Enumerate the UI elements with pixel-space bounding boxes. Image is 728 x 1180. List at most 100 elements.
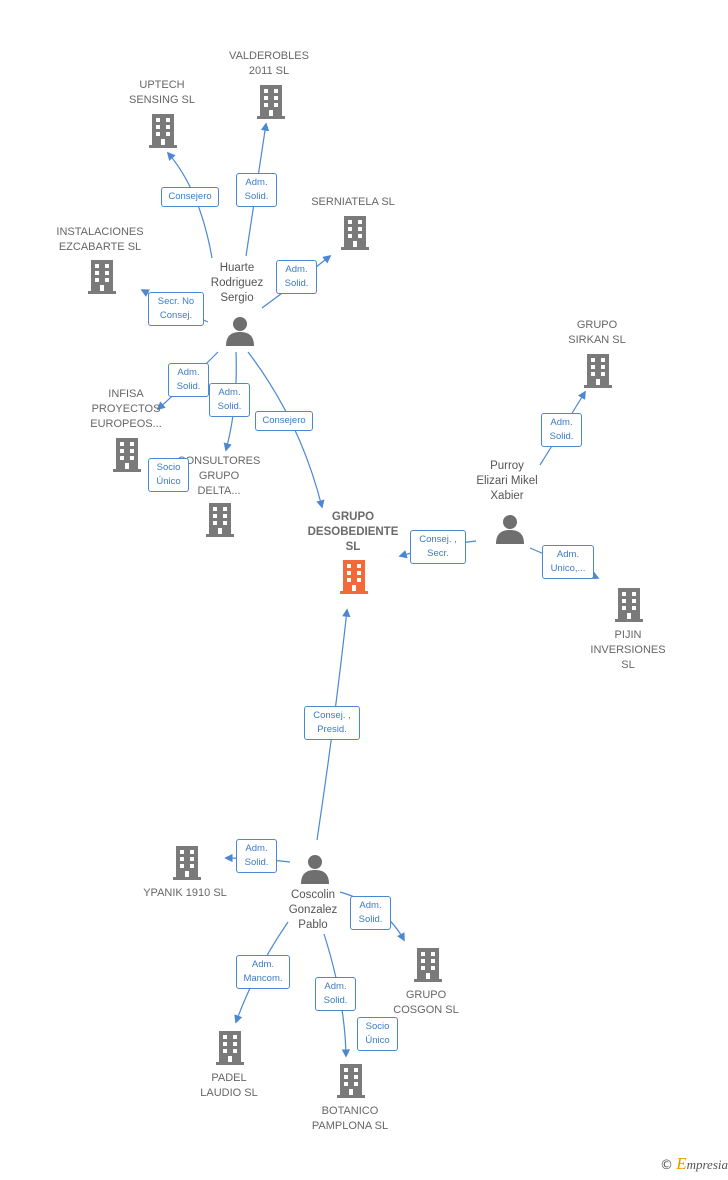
relation-badge-adm-cosgon[interactable]: Adm. Solid. bbox=[350, 896, 391, 930]
building-icon bbox=[88, 260, 116, 294]
relation-line: Socio bbox=[156, 462, 181, 473]
relation-line: Solid. bbox=[217, 401, 242, 412]
relation-line: Consej. , bbox=[419, 534, 457, 545]
relation-line: Solid. bbox=[244, 857, 269, 868]
relation-line: Solid. bbox=[284, 278, 309, 289]
relation-line: Adm. bbox=[550, 417, 573, 428]
label-line: GRUPO bbox=[405, 989, 447, 1001]
label-line: Elizari Mikel bbox=[476, 475, 538, 487]
relation-line: Solid. bbox=[244, 191, 269, 202]
relation-badge-consejero-uptech[interactable]: Consejero bbox=[161, 187, 219, 207]
building-icon bbox=[337, 1064, 365, 1098]
building-icon-center bbox=[340, 560, 368, 594]
relation-badge-consej-presid[interactable]: Consej. , Presid. bbox=[304, 706, 360, 740]
building-icon bbox=[615, 588, 643, 622]
label-line: Gonzalez bbox=[288, 904, 338, 916]
relation-line: Adm. bbox=[218, 387, 241, 398]
company-label-uptech[interactable]: UPTECH SENSING SL bbox=[129, 78, 195, 108]
relation-line: Adm. bbox=[285, 264, 308, 275]
relation-line: Adm. bbox=[245, 843, 268, 854]
company-label-grupo-cosgon[interactable]: GRUPO COSGON SL bbox=[393, 988, 458, 1018]
relation-badge-adm-pijin[interactable]: Adm. Unico,... bbox=[542, 545, 594, 579]
relation-line: Adm. bbox=[251, 959, 275, 970]
relation-badge-adm-consultores[interactable]: Adm. Solid. bbox=[209, 383, 250, 417]
buildings bbox=[88, 85, 643, 1098]
relation-line: Unico,... bbox=[550, 563, 586, 574]
building-icon bbox=[173, 846, 201, 880]
building-icon bbox=[216, 1031, 244, 1065]
company-label-botanico[interactable]: BOTANICO PAMPLONA SL bbox=[312, 1104, 388, 1134]
person-icon bbox=[301, 855, 329, 884]
relation-line: Adm. bbox=[359, 900, 382, 911]
company-label-instalaciones[interactable]: INSTALACIONES EZCABARTE SL bbox=[56, 225, 143, 255]
label-line: SERNIATELA SL bbox=[311, 196, 395, 208]
label-line: Coscolin bbox=[290, 889, 336, 901]
label-line: DESOBEDIENTE bbox=[307, 526, 399, 538]
building-icon bbox=[341, 216, 369, 250]
label-line: SIRKAN SL bbox=[568, 334, 626, 346]
building-icon bbox=[414, 948, 442, 982]
relation-badge-adm-sirkan[interactable]: Adm. Solid. bbox=[541, 413, 582, 447]
relation-badge-adm-mancom[interactable]: Adm. Mancom. bbox=[236, 955, 290, 989]
person-label-purroy[interactable]: Purroy Elizari Mikel Xabier bbox=[476, 459, 537, 504]
label-line: COSGON SL bbox=[393, 1004, 459, 1016]
company-label-grupo-sirkan[interactable]: GRUPO SIRKAN SL bbox=[568, 318, 625, 348]
relation-badge-adm-ypanik[interactable]: Adm. Solid. bbox=[236, 839, 277, 873]
company-label-padel[interactable]: PADEL LAUDIO SL bbox=[200, 1071, 257, 1101]
person-label-coscolin[interactable]: Coscolin Gonzalez Pablo bbox=[289, 888, 338, 933]
label-line: UPTECH bbox=[139, 79, 185, 91]
label-line: VALDEROBLES bbox=[229, 50, 309, 62]
relation-line: Adm. bbox=[324, 981, 347, 992]
label-line: PADEL bbox=[211, 1072, 247, 1084]
person-label-huarte[interactable]: Huarte Rodriguez Sergio bbox=[211, 261, 263, 306]
brand-logo-initial: E bbox=[676, 1154, 687, 1173]
relation-badge-adm-botanico[interactable]: Adm. Solid. bbox=[315, 977, 356, 1011]
relation-badge-consej-secr[interactable]: Consej. , Secr. bbox=[410, 530, 466, 564]
label-line: PIJIN bbox=[614, 629, 642, 641]
brand-logo-text: mpresia bbox=[686, 1157, 728, 1172]
label-line: SENSING SL bbox=[128, 94, 196, 106]
label-line: EUROPEOS... bbox=[90, 418, 162, 430]
company-label-ypanik[interactable]: YPANIK 1910 SL bbox=[143, 886, 227, 901]
company-label-serniatela[interactable]: SERNIATELA SL bbox=[311, 195, 395, 210]
relation-line: Presid. bbox=[317, 724, 347, 735]
relation-badge-socio-consultores[interactable]: Socio Único bbox=[148, 458, 189, 492]
relation-line: Consejero bbox=[168, 191, 212, 202]
company-label-pijin[interactable]: PIJIN INVERSIONES SL bbox=[590, 628, 665, 673]
building-icon bbox=[149, 114, 177, 148]
relation-badge-adm-serniatela[interactable]: Adm. Solid. bbox=[276, 260, 317, 294]
building-icon bbox=[113, 438, 141, 472]
building-icon bbox=[206, 503, 234, 537]
label-line: GRUPO bbox=[198, 470, 240, 482]
relation-badge-socio-botanico[interactable]: Socio Único bbox=[357, 1017, 398, 1051]
label-line: SL bbox=[345, 541, 361, 553]
relation-line: Secr. No bbox=[157, 296, 195, 307]
label-line: PROYECTOS bbox=[91, 403, 161, 415]
relation-line: Solid. bbox=[549, 431, 574, 442]
person-icon bbox=[226, 317, 254, 346]
person-icon bbox=[496, 515, 524, 544]
company-label-grupo-desobediente[interactable]: GRUPO DESOBEDIENTE SL bbox=[308, 510, 399, 555]
relation-line: Adm. bbox=[177, 367, 200, 378]
relation-badge-secr-instalaciones[interactable]: Secr. No Consej. bbox=[148, 292, 204, 326]
relation-line: Solid. bbox=[323, 995, 348, 1006]
relation-line: Secr. bbox=[427, 548, 449, 559]
label-line: Purroy bbox=[490, 460, 524, 472]
relation-line: Mancom. bbox=[243, 973, 283, 984]
label-line: PAMPLONA SL bbox=[311, 1120, 389, 1132]
relation-line: Socio bbox=[365, 1021, 390, 1032]
relation-badge-adm-infisa[interactable]: Adm. Solid. bbox=[168, 363, 209, 397]
label-line: DELTA... bbox=[197, 485, 241, 497]
relation-badge-adm-valderobles[interactable]: Adm. Solid. bbox=[236, 173, 277, 207]
label-line: YPANIK 1910 SL bbox=[143, 887, 227, 899]
relation-badge-consejero-grupo[interactable]: Consejero bbox=[255, 411, 313, 431]
relation-line: Consej. , bbox=[313, 710, 351, 721]
company-label-infisa[interactable]: INFISA PROYECTOS EUROPEOS... bbox=[90, 387, 162, 432]
company-label-valderobles[interactable]: VALDEROBLES 2011 SL bbox=[229, 49, 309, 79]
company-label-consultores[interactable]: CONSULTORES GRUPO DELTA... bbox=[178, 454, 261, 499]
relation-line: Adm. bbox=[556, 549, 580, 560]
label-line: Sergio bbox=[220, 292, 254, 304]
label-line: Pablo bbox=[298, 919, 328, 931]
brand-watermark: © Empresia bbox=[660, 1154, 728, 1174]
